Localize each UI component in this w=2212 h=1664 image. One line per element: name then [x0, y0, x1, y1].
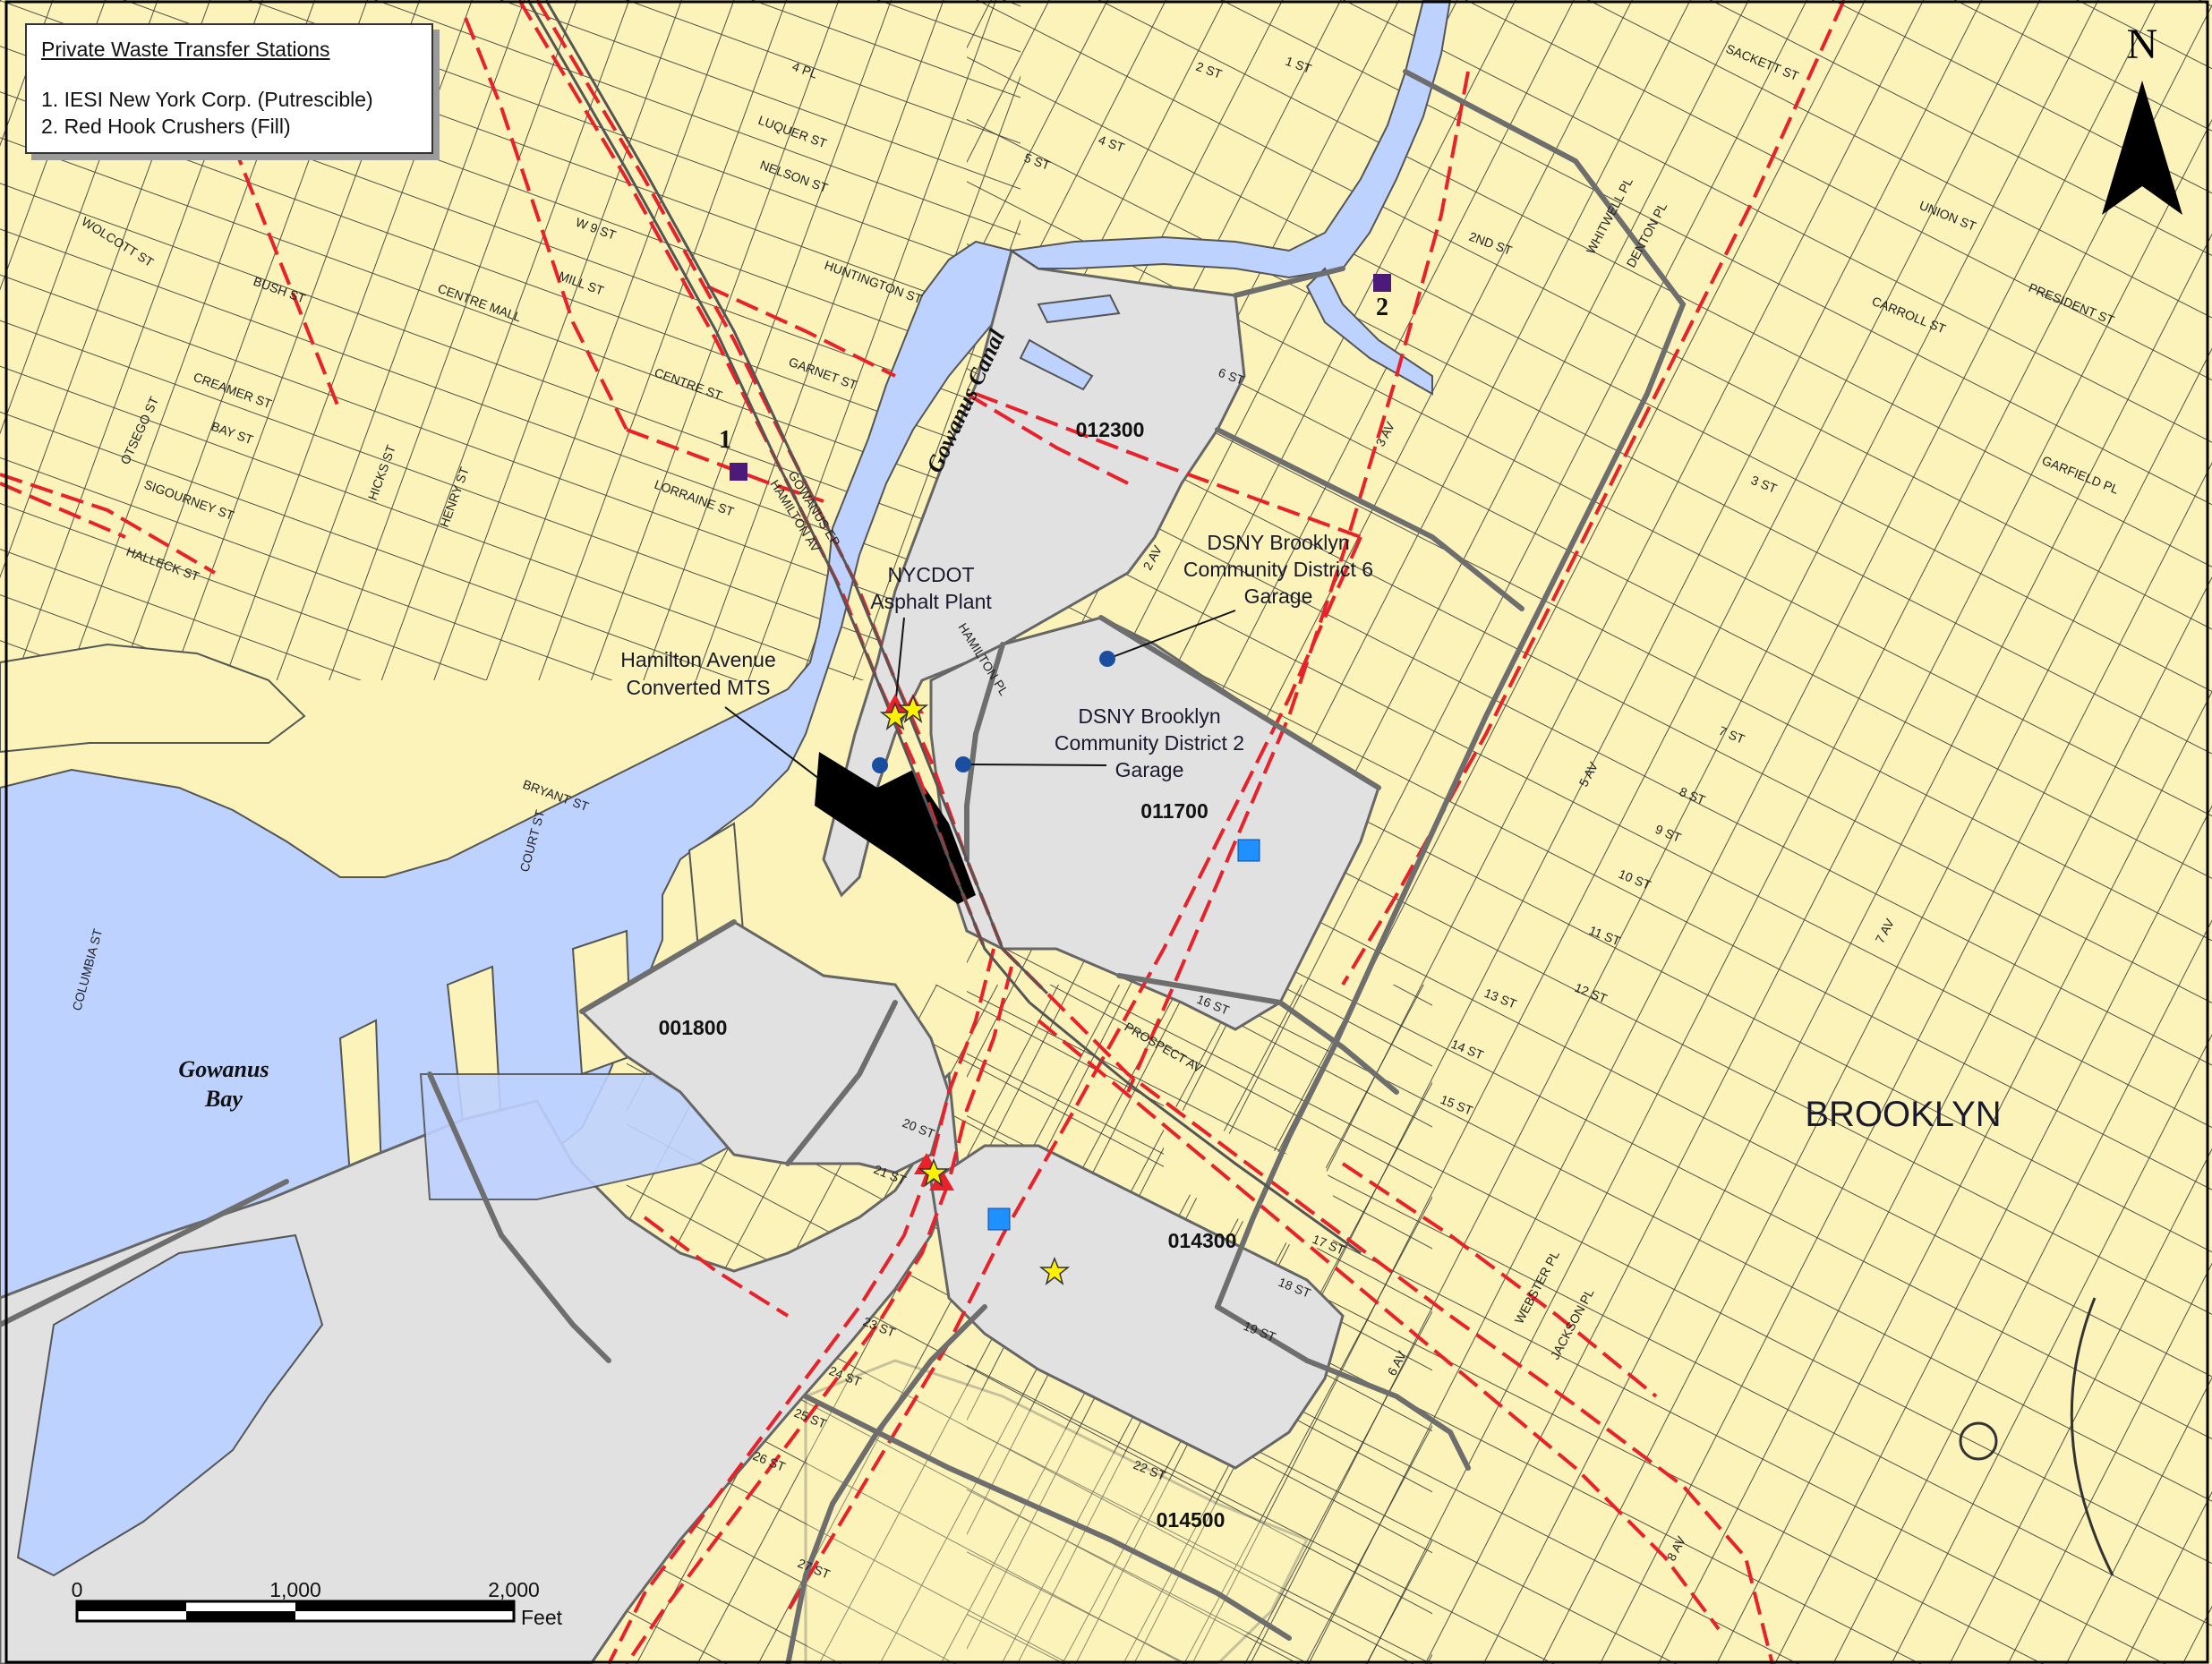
garage-cd6-label-line2: Community District 6 — [1183, 558, 1373, 581]
garage-cd6-marker[interactable] — [1099, 651, 1115, 667]
tract-label-014300: 014300 — [1168, 1229, 1237, 1252]
garage-cd2-marker[interactable] — [955, 756, 971, 772]
scale-segment — [77, 1601, 186, 1611]
scale-tick-1000: 1,000 — [269, 1578, 321, 1601]
star-marker — [879, 701, 911, 730]
pier-west — [0, 643, 306, 754]
facility-square-marker[interactable] — [987, 1207, 1011, 1231]
north-arrow-label: N — [2127, 21, 2158, 68]
truck-routes — [0, 0, 1846, 1664]
gowanus-bay-label-line2: Bay — [204, 1086, 243, 1112]
transfer-station-1-marker[interactable] — [730, 463, 747, 481]
tract-label-012300: 012300 — [1076, 418, 1145, 441]
scale-bar: 0 1,000 2,000 Feet — [72, 1578, 563, 1629]
legend-item-red-hook: 2. Red Hook Crushers (Fill) — [41, 115, 291, 138]
scale-tick-2000: 2,000 — [488, 1578, 540, 1601]
garage-cd2-label-line3: Garage — [1115, 758, 1184, 781]
map-frame — [4, 0, 2209, 1664]
district-boundaries — [0, 69, 1687, 1664]
north-arrow-right-icon — [2102, 81, 2142, 215]
tract-label-014500: 014500 — [1157, 1508, 1226, 1532]
star-marker — [1038, 1256, 1071, 1285]
gowanus-canal-upper — [1009, 0, 1452, 279]
hamilton-mts-site — [815, 752, 976, 904]
transfer-station-1-label: 1 — [719, 426, 731, 454]
scale-unit: Feet — [521, 1606, 563, 1629]
star-marker — [918, 1157, 950, 1187]
mts-label-line1: Hamilton Avenue — [620, 648, 775, 671]
triangle-marker — [929, 1169, 954, 1190]
garage-cd6-label-line1: DSNY Brooklyn — [1207, 531, 1349, 554]
star-marker — [897, 694, 929, 723]
tract-label-001800: 001800 — [659, 1016, 728, 1039]
bay-inner-basin — [16, 1233, 324, 1577]
tract-001800-area — [579, 920, 951, 1174]
facility-asphalt-plant[interactable]: NYCDOT Asphalt Plant — [870, 563, 992, 708]
mts-label-line2: Converted MTS — [626, 676, 770, 699]
tract-014300-area — [929, 1144, 1345, 1470]
park-path — [2070, 1297, 2114, 1576]
tract-014500-area — [804, 1359, 1310, 1664]
gowanus-expressway — [526, 0, 1362, 1255]
tract-label-011700: 011700 — [1140, 799, 1208, 823]
park-circle — [1959, 1421, 1998, 1461]
transfer-station-2-label: 2 — [1376, 294, 1388, 321]
gowanus-bay-label-line1: Gowanus — [178, 1056, 269, 1082]
garage-cd6-label-line3: Garage — [1244, 585, 1313, 608]
asphalt-plant-label-line1: NYCDOT — [887, 563, 974, 586]
garage-cd2-label-line2: Community District 2 — [1055, 731, 1244, 755]
route-markers[interactable] — [879, 694, 1071, 1285]
facility-square-marker[interactable] — [1237, 839, 1260, 862]
legend-item-iesi: 1. IESI New York Corp. (Putrescible) — [41, 88, 373, 111]
legend-box: Private Waste Transfer Stations 1. IESI … — [25, 23, 433, 154]
garage-marker[interactable] — [872, 757, 888, 773]
asphalt-plant-label-line2: Asphalt Plant — [870, 590, 992, 613]
scale-segment — [295, 1601, 514, 1611]
tract-012300-area — [822, 248, 1246, 898]
north-arrow: N — [2102, 21, 2182, 215]
garage-cd2-label-line1: DSNY Brooklyn — [1078, 704, 1220, 728]
scale-tick-0: 0 — [72, 1578, 83, 1601]
canal-slip-1 — [1037, 294, 1121, 324]
canal-slip-2 — [1019, 338, 1094, 391]
north-arrow-left-icon — [2142, 81, 2182, 215]
borough-label: BROOKLYN — [1805, 1095, 2001, 1134]
facility-garage-cd2[interactable]: DSNY Brooklyn Community District 2 Garag… — [966, 704, 1244, 781]
transfer-station-2-marker[interactable] — [1373, 274, 1391, 292]
facility-garage-cd6[interactable]: DSNY Brooklyn Community District 6 Garag… — [1109, 531, 1373, 659]
scale-segment — [186, 1611, 295, 1621]
legend-title: Private Waste Transfer Stations — [41, 38, 330, 61]
facility-mts[interactable]: Hamilton Avenue Converted MTS — [620, 648, 820, 780]
